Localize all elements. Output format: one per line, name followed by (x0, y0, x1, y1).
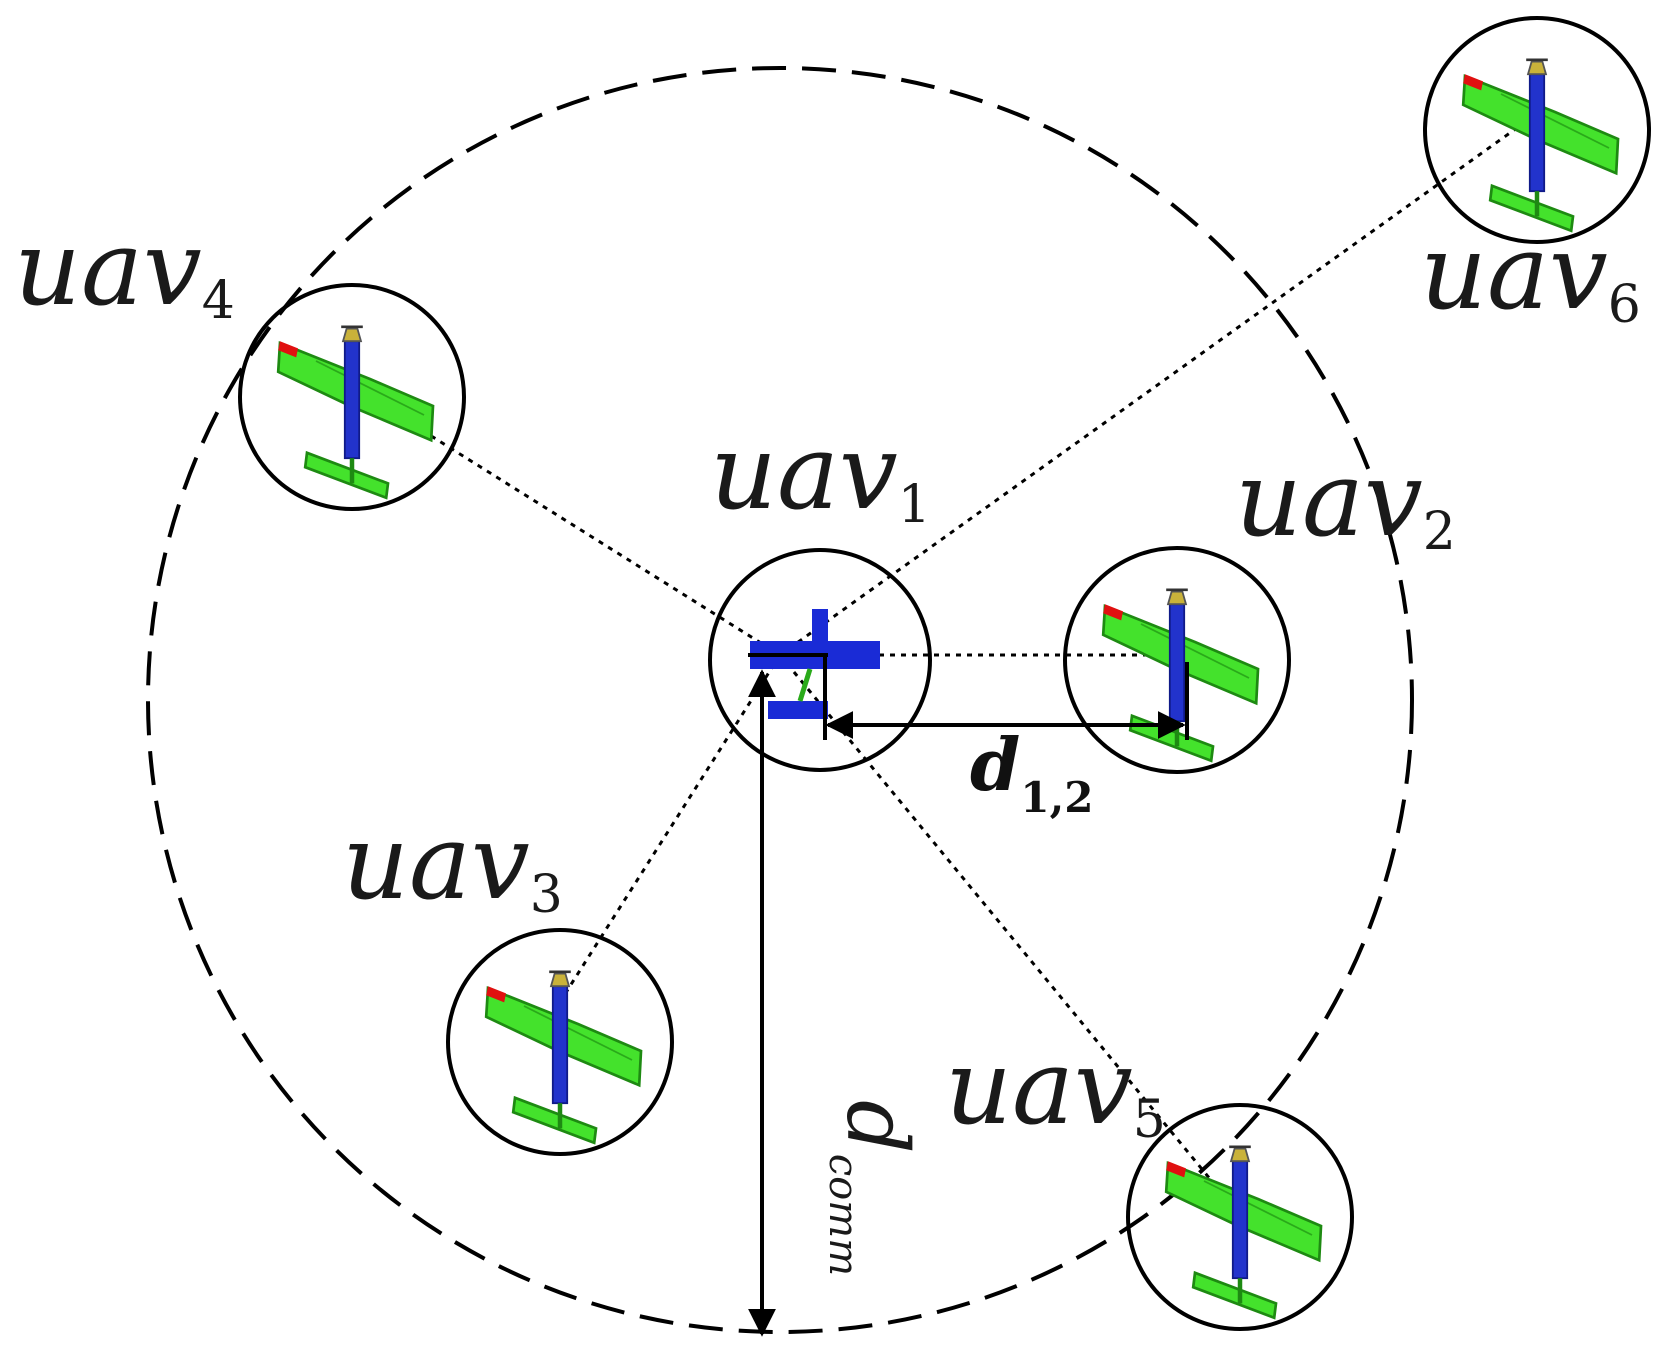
svg-text:d1,2: d1,2 (970, 722, 1093, 822)
link-uav1-uav4 (349, 383, 781, 657)
distance-label-sub: 1,2 (1020, 773, 1093, 822)
label-uav3: uav3 (342, 801, 563, 925)
link-uav1-uav5 (778, 654, 1217, 1186)
fixed-wing-uav-icon (1463, 60, 1618, 231)
link-uav1-uav3 (556, 654, 782, 1006)
comm-label-main: d (828, 1100, 926, 1154)
link-lines (349, 113, 1536, 1186)
leader-uav-icon (750, 609, 880, 719)
distance-label-main: d (970, 722, 1020, 807)
comm-label-sub: comm (820, 1154, 866, 1276)
fixed-wing-uav-icon (278, 327, 433, 498)
uav-node-6 (1423, 16, 1651, 244)
label-uav4: uav4 (14, 207, 235, 331)
uav-node-circle (1126, 1103, 1354, 1331)
uav-node-circle (708, 548, 932, 772)
uav-node-circle (1063, 546, 1291, 774)
uav-node-2 (1063, 546, 1291, 774)
uav-node-1 (708, 548, 932, 772)
distance-measure-d12: d1,2 (823, 655, 1189, 822)
label-uav1: uav1 (710, 411, 931, 535)
uav-node-circle (446, 928, 674, 1156)
uav-node-circle (1423, 16, 1651, 244)
svg-text:dcomm: dcomm (820, 1100, 926, 1276)
fixed-wing-uav-icon (1103, 590, 1258, 761)
fixed-wing-uav-icon (1166, 1147, 1321, 1318)
comm-range-measure: dcomm (748, 653, 926, 1337)
label-uav6: uav6 (1420, 211, 1641, 335)
comm-range-circle (146, 66, 1414, 1334)
uav-node-5 (1126, 1103, 1354, 1331)
link-uav1-uav6 (779, 113, 1536, 657)
uav-node-3 (446, 928, 674, 1156)
uav-node-4 (238, 283, 466, 511)
fixed-wing-uav-icon (486, 972, 641, 1143)
label-uav5: uav5 (945, 1026, 1166, 1150)
uav-node-circle (238, 283, 466, 511)
label-uav2: uav2 (1235, 438, 1456, 562)
